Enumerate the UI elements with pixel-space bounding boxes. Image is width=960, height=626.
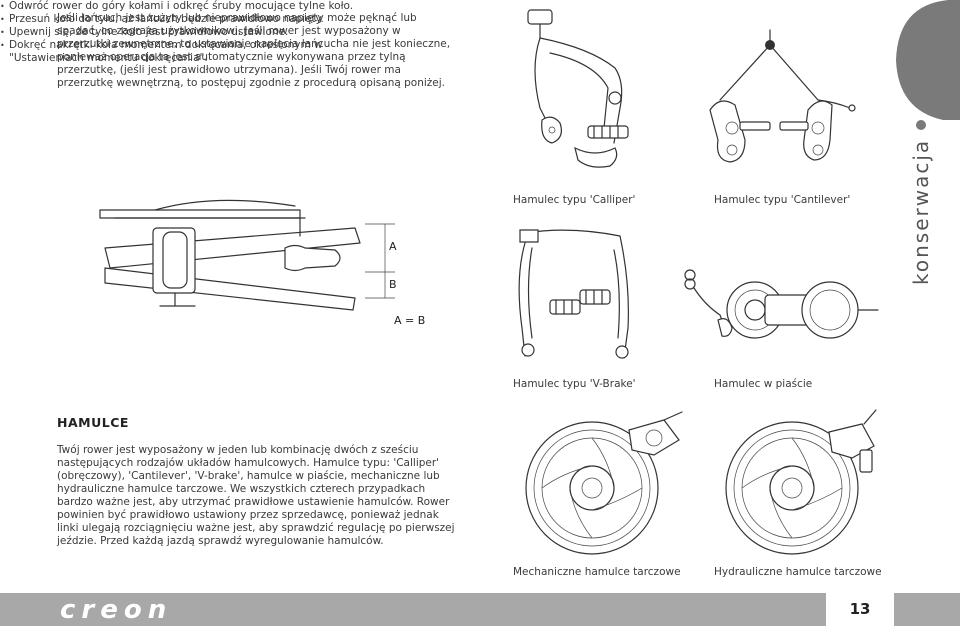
caption-v-brake: Hamulec typu 'V-Brake'	[513, 378, 636, 390]
v-brake-drawing	[518, 229, 629, 359]
hydraulic-disc-drawing	[725, 409, 877, 555]
calliper-brake-drawing	[527, 9, 629, 168]
section-heading: HAMULCE	[57, 415, 129, 430]
label-a: A	[389, 240, 397, 253]
footer-bar	[0, 593, 960, 626]
chain-tension-diagram	[99, 199, 395, 311]
caption-hydraulic-disc: Hydrauliczne hamulce tarczowe	[714, 566, 882, 578]
mechanical-disc-drawing	[525, 411, 683, 555]
list-item: Upewnij się, że tylne koło jest prawidło…	[0, 26, 390, 39]
logo-text: creon	[60, 595, 172, 625]
caption-cantilever: Hamulec typu 'Cantilever'	[714, 194, 851, 206]
caption-mechanical-disc: Mechaniczne hamulce tarczowe	[513, 566, 681, 578]
label-equation: A = B	[394, 314, 426, 327]
creon-logo: creon	[60, 595, 172, 625]
side-tab-text: konserwacja	[909, 139, 933, 285]
page-number: 13	[826, 593, 894, 626]
label-b: B	[389, 278, 397, 291]
list-item: Odwróć rower do góry kołami i odkręć śru…	[0, 0, 390, 13]
cantilever-brake-drawing	[709, 29, 856, 163]
list-item: Przesuń koło do tyłu, aż łańcuch będzie …	[0, 13, 390, 26]
brakes-paragraph: Twój rower jest wyposażony w jeden lub k…	[57, 444, 455, 547]
procedure-list: Odwróć rower do góry kołami i odkręć śru…	[0, 0, 390, 65]
list-item: Dokręć nakrętki koła momentem dokręcania…	[0, 39, 390, 65]
caption-calliper: Hamulec typu 'Calliper'	[513, 194, 636, 206]
caption-hub: Hamulec w piaście	[714, 378, 813, 390]
hub-brake-drawing	[684, 269, 879, 339]
side-tab-shape	[896, 0, 960, 120]
side-tab-label: konserwacja	[909, 120, 933, 285]
